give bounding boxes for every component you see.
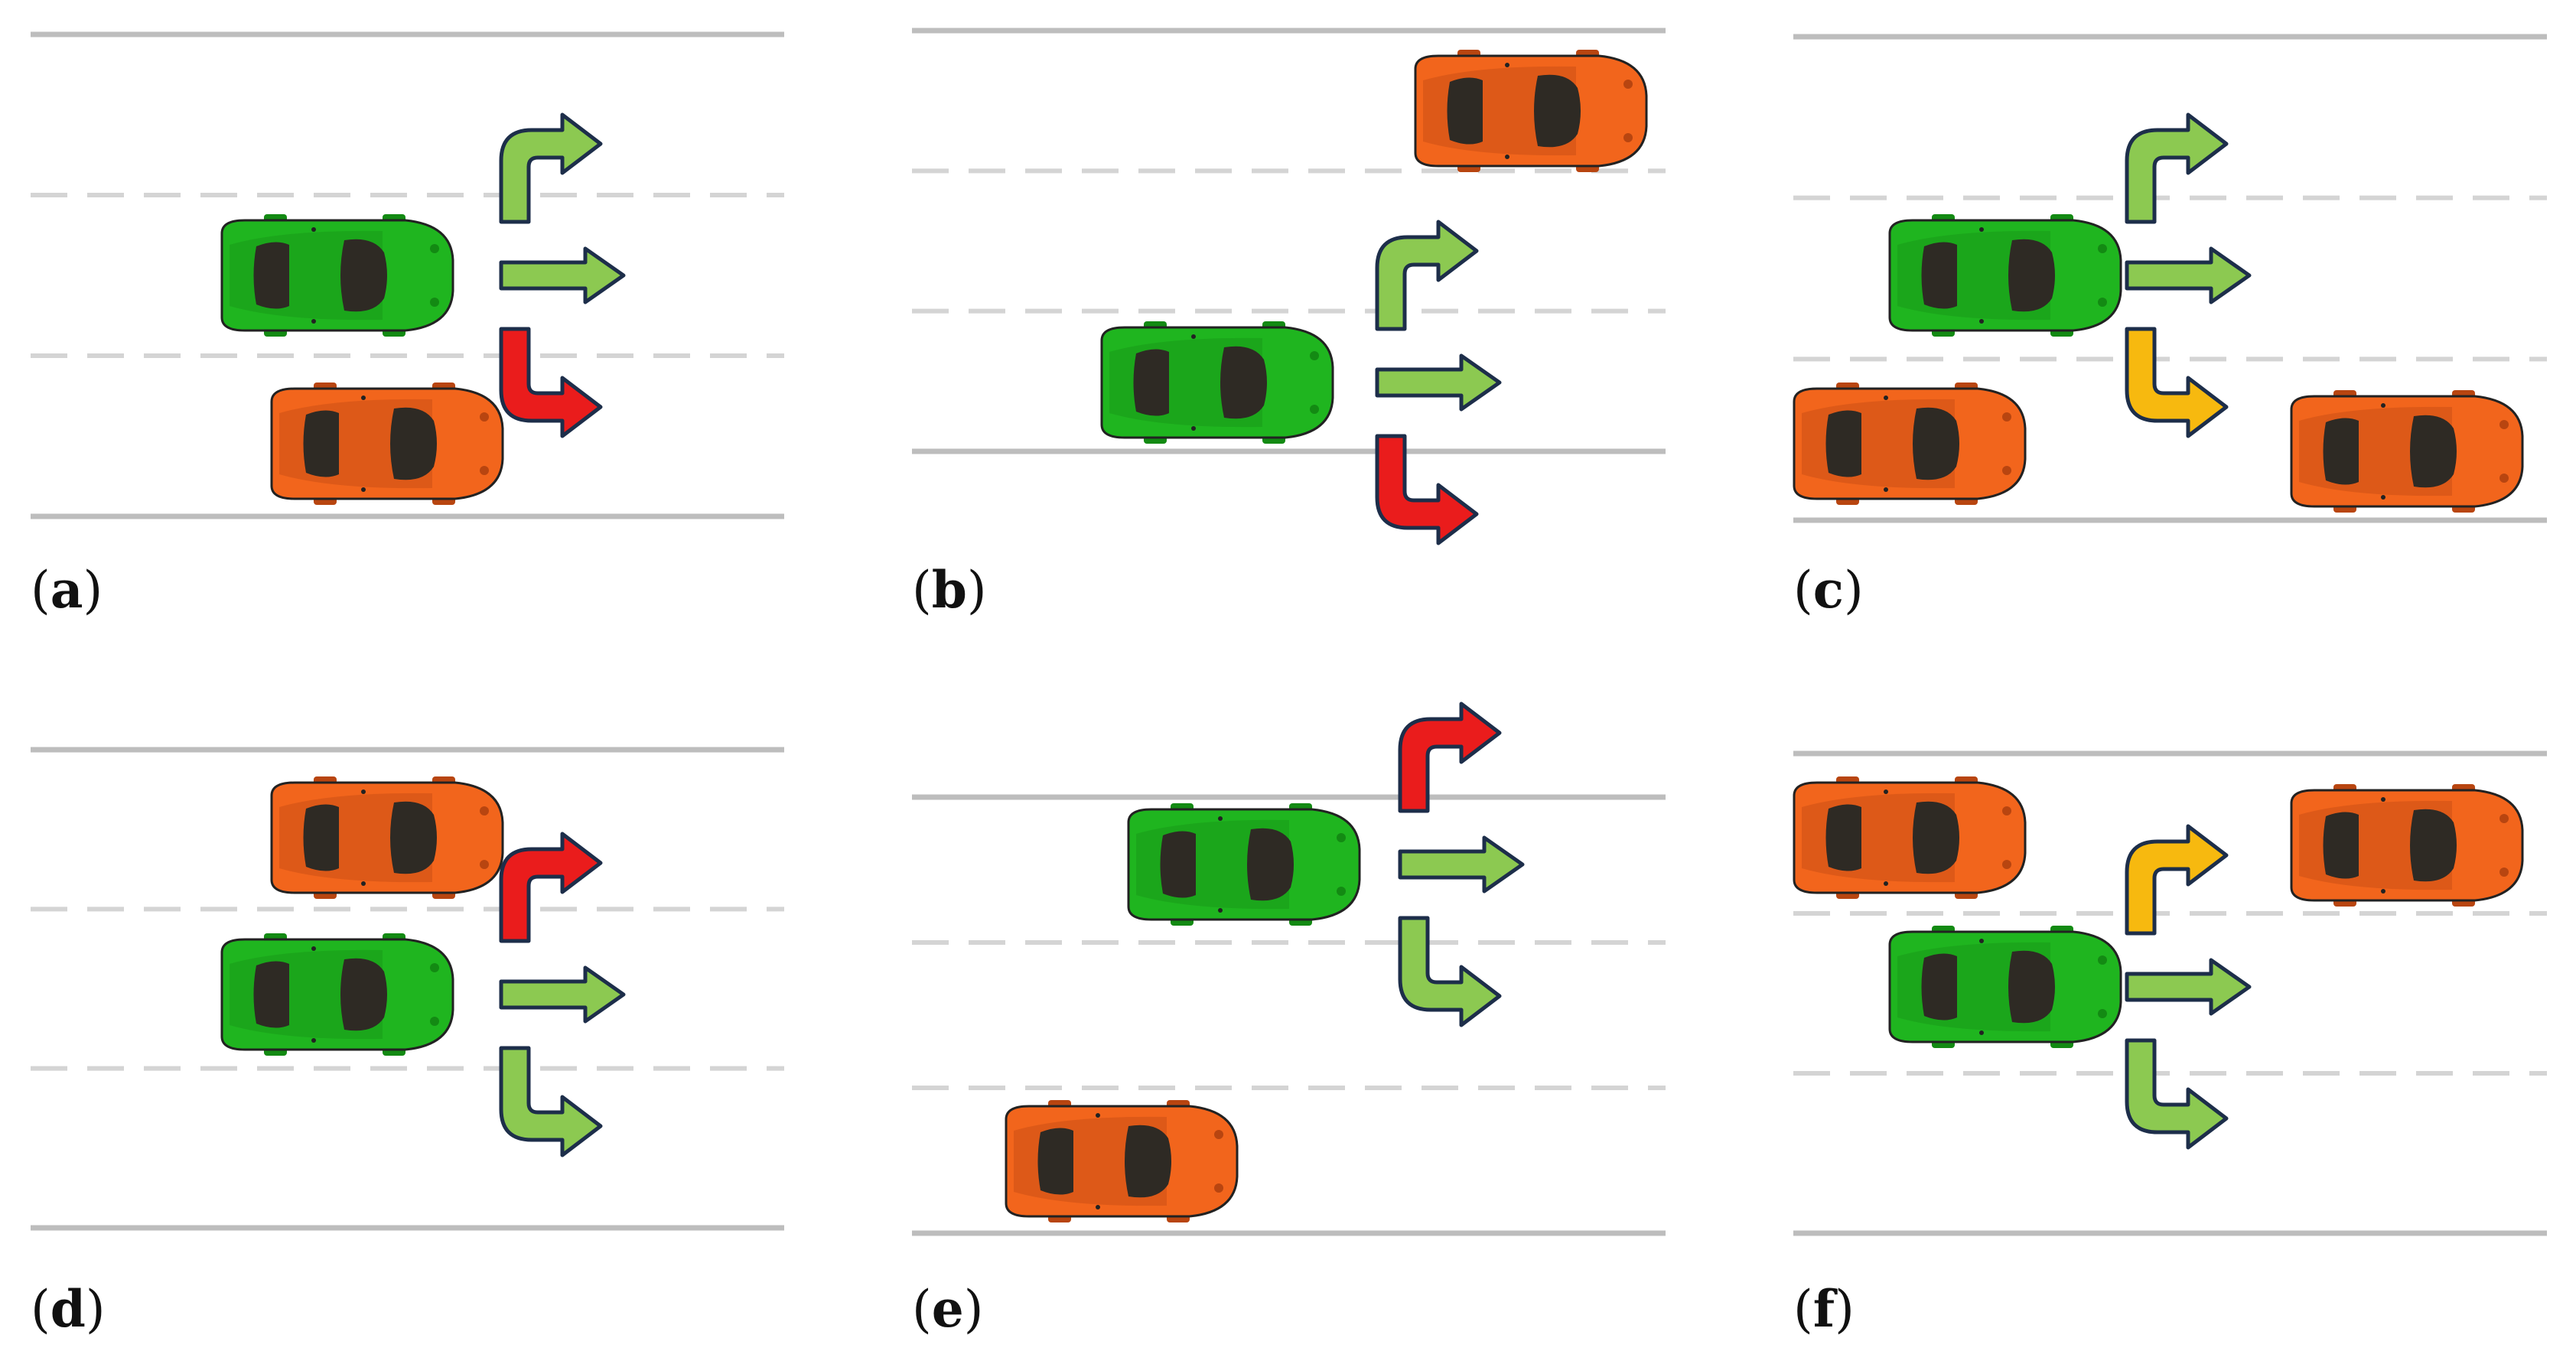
straight-arrow-icon <box>1375 353 1502 412</box>
orange-car-icon <box>270 383 504 505</box>
panel-a-label: (a) <box>31 560 103 620</box>
green-car-icon <box>220 933 454 1056</box>
turn-left-arrow-icon <box>499 112 603 224</box>
turn-left-arrow-icon <box>1375 220 1479 331</box>
orange-car-icon <box>1793 776 2027 899</box>
road-f <box>1793 750 2547 1236</box>
panel-e-letter: e <box>931 1279 964 1339</box>
green-car-icon <box>1100 321 1334 444</box>
green-car-icon <box>220 214 454 337</box>
turn-right-arrow-icon <box>1398 916 1502 1027</box>
panel-d-label: (d) <box>31 1279 106 1339</box>
road-c <box>1793 34 2547 523</box>
orange-car-icon <box>2290 390 2524 513</box>
turn-right-arrow-icon <box>499 327 603 438</box>
panel-b-label: (b) <box>912 560 987 620</box>
panel-f-label: (f) <box>1793 1279 1855 1339</box>
turn-left-arrow-icon <box>1398 702 1502 813</box>
panel-a-letter: a <box>50 560 83 620</box>
green-car-icon <box>1888 926 2122 1048</box>
straight-arrow-icon <box>2125 246 2252 304</box>
turn-right-arrow-icon <box>1375 434 1479 545</box>
panel-d-letter: d <box>50 1279 86 1339</box>
road-e <box>912 794 1666 1236</box>
orange-car-icon <box>1005 1100 1239 1222</box>
orange-car-icon <box>1414 50 1648 172</box>
orange-car-icon <box>1793 383 2027 505</box>
orange-car-icon <box>270 776 504 899</box>
road-a <box>31 31 784 519</box>
panel-c-letter: c <box>1812 560 1844 620</box>
panel-e-label: (e) <box>912 1279 984 1339</box>
turn-right-arrow-icon <box>2125 327 2229 438</box>
straight-arrow-icon <box>2125 958 2252 1016</box>
straight-arrow-icon <box>499 246 626 304</box>
road-d <box>31 747 784 1231</box>
road-b <box>912 28 1666 454</box>
panel-b-letter: b <box>931 560 967 620</box>
turn-left-arrow-icon <box>2125 112 2229 224</box>
turn-left-arrow-icon <box>499 832 603 943</box>
panel-c-label: (c) <box>1793 560 1864 620</box>
panel-f-letter: f <box>1812 1279 1835 1339</box>
straight-arrow-icon <box>1398 835 1525 894</box>
turn-left-arrow-icon <box>2125 824 2229 936</box>
green-car-icon <box>1888 214 2122 337</box>
orange-car-icon <box>2290 784 2524 907</box>
turn-right-arrow-icon <box>499 1046 603 1157</box>
straight-arrow-icon <box>499 965 626 1024</box>
green-car-icon <box>1127 803 1361 926</box>
turn-right-arrow-icon <box>2125 1038 2229 1150</box>
